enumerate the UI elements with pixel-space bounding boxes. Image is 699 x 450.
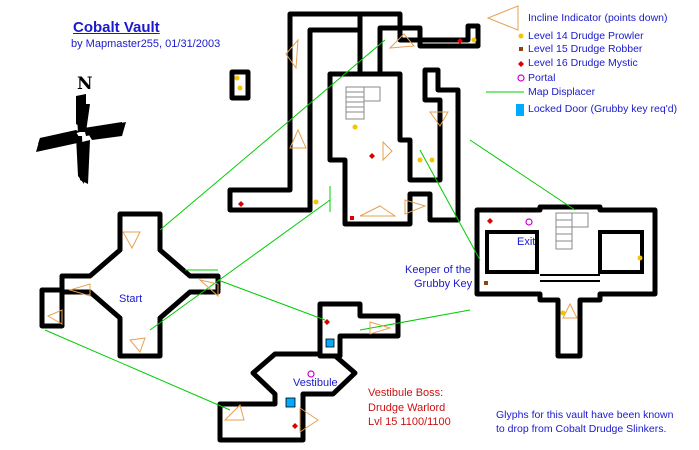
incline-icon [369, 321, 392, 335]
left-top-corridor [229, 69, 251, 101]
boss-label-line3: Lvl 15 1100/1100 [368, 416, 451, 428]
legend-portal-icon [517, 74, 525, 82]
displacer-line-3 [44, 329, 231, 411]
start-room [39, 211, 221, 359]
vestibule-upper-corridor [317, 301, 401, 359]
legend-mystic-label: Level 16 Drudge Mystic [528, 57, 638, 69]
incline-icon [382, 140, 393, 162]
legend-locked-icon [516, 104, 524, 116]
exit-stairs-outline [555, 212, 573, 250]
exit-inner-left [485, 230, 539, 274]
central-stairs-outline [345, 86, 365, 120]
prowler-marker [417, 157, 423, 163]
start-label: Start [119, 293, 143, 305]
mystic-marker [369, 153, 375, 159]
vestibule-room [217, 351, 358, 443]
portal-marker [525, 218, 533, 226]
legend-displacer-label: Map Displacer [528, 86, 596, 98]
mystic-marker [238, 201, 244, 207]
mystic-marker [487, 218, 493, 224]
incline-icon [404, 199, 427, 215]
displacer-line-5 [359, 309, 471, 331]
legend-mystic-icon [518, 61, 524, 67]
displacer-line-4 [217, 279, 326, 321]
top-corridor [357, 11, 481, 77]
prowler-marker [637, 255, 643, 261]
legend-prowler-icon [518, 33, 524, 39]
map-displacer-lines [44, 39, 576, 411]
incline-icon [562, 302, 578, 319]
legend-symbols [486, 5, 525, 116]
legend-incline-icon [486, 5, 519, 31]
legend-portal-label: Portal [528, 72, 556, 84]
mystic-marker [457, 38, 463, 44]
exit-center-divider [540, 274, 600, 282]
incline-icon [122, 231, 141, 250]
incline-icon [198, 279, 219, 298]
prowler-marker [471, 37, 477, 43]
legend-prowler-label: Level 14 Drudge Prowler [528, 30, 644, 42]
displacer-line-2 [149, 199, 331, 331]
incline-icon [223, 404, 245, 421]
robber-markers [484, 281, 488, 285]
keeper-label-line1: Keeper of the [405, 264, 472, 276]
portal-marker [307, 370, 315, 378]
map-title: Cobalt Vault [73, 19, 160, 36]
exit-inner-right [598, 230, 644, 274]
legend-locked-label: Locked Door (Grubby key req'd) [528, 103, 678, 115]
glyphs-note-line2: to drop from Cobalt Drudge Slinkers. [496, 423, 667, 435]
central-stairs-landing [363, 86, 381, 102]
displacer-line-7 [469, 139, 576, 211]
incline-icon [46, 309, 63, 325]
incline-icon [299, 407, 319, 433]
incline-icon [388, 33, 415, 49]
mystic-marker [292, 423, 298, 429]
mystic-marker [350, 216, 354, 220]
displacer-line-6 [419, 149, 481, 261]
prowler-marker [237, 85, 243, 91]
prowler-marker [429, 157, 435, 163]
compass-rose-icon [36, 94, 126, 184]
locked-door-markers [285, 338, 335, 408]
portal-markers [307, 218, 533, 378]
map-byline: by Mapmaster255, 01/31/2003 [71, 38, 221, 50]
prowler-marker [352, 124, 358, 130]
prowler-markers [234, 37, 643, 316]
prowler-marker [560, 310, 566, 316]
mystic-marker [324, 319, 330, 325]
glyphs-note-line1: Glyphs for this vault have been known [496, 409, 674, 421]
central-core [327, 67, 461, 227]
mystic-markers [238, 38, 493, 429]
incline-icon [289, 128, 307, 149]
incline-icon [285, 38, 299, 70]
legend-incline-label: Incline Indicator (points down) [528, 12, 668, 24]
locked-door-marker [285, 397, 296, 408]
exit-label: Exit [517, 236, 536, 248]
compass-north-letter: N [77, 74, 93, 94]
incline-icon [429, 111, 449, 127]
incline-indicators [46, 33, 578, 433]
boss-label-line1: Vestibule Boss: [368, 387, 444, 399]
boss-label-line2: Drudge Warlord [368, 402, 446, 414]
prowler-marker [313, 199, 319, 205]
exit-stairs-landing [571, 212, 589, 228]
map-inner-walls [485, 230, 644, 282]
keeper-label-line2: Grubby Key [414, 278, 473, 290]
displacer-line-1 [159, 39, 386, 231]
legend-robber-label: Level 15 Drudge Robber [528, 43, 643, 55]
robber-marker [484, 281, 488, 285]
stairs [345, 86, 589, 250]
vestibule-label: Vestibule [293, 377, 338, 389]
incline-icon [129, 337, 146, 353]
prowler-marker [234, 75, 240, 81]
incline-icon [68, 283, 91, 297]
locked-door-marker [325, 338, 335, 348]
incline-icon [359, 205, 397, 217]
legend-robber-icon [519, 47, 523, 51]
